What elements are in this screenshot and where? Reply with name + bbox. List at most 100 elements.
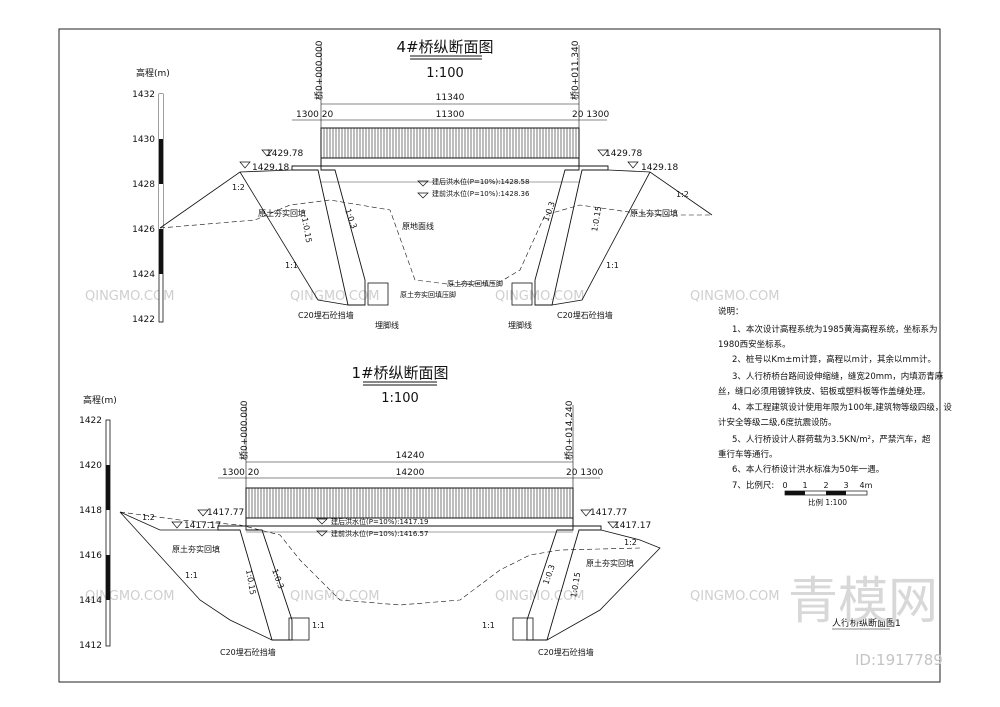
image-id: ID:1917789 <box>855 651 943 669</box>
flood-level-after: 建后洪水位(P=10%):1428.58 <box>432 177 529 186</box>
elev-left-top: 1417.77 <box>207 508 244 518</box>
right-slope <box>551 169 713 306</box>
fill-foot-label: 原土夯实回填压脚 <box>447 279 503 288</box>
flood-level-before: 建前洪水位(P=10%):1428.36 <box>432 189 530 198</box>
fill-foot-label: 原土夯实回填压脚 <box>400 290 456 299</box>
note-line: 2、桩号以Km±m计算，高程以m计，其余以mm计。 <box>732 354 936 365</box>
scale-bar: 0 1 2 3 4m 比例 1:100 <box>782 481 872 507</box>
watermark-text: QINGMO.COM <box>290 589 379 604</box>
elev-right-low: 1417.17 <box>614 521 651 531</box>
note-line: 4、本工程建筑设计使用年限为100年,建筑物等级四级，设 <box>732 402 952 413</box>
slope-label: 1:0.3 <box>343 208 358 230</box>
scalebar-tick: 1 <box>802 481 807 490</box>
note-line: 6、本人行桥设计洪水标准为50年一遇。 <box>732 464 884 475</box>
scalebar-tick: 3 <box>843 481 848 490</box>
slope-label: 1:1 <box>185 571 198 580</box>
left-abutment <box>291 165 366 306</box>
ground-line <box>119 511 641 606</box>
slope-label: 1:0.15 <box>244 569 257 596</box>
sheet-caption: 人行桥纵断面图1 <box>832 617 901 629</box>
wall-label: C20埋石砼挡墙 <box>298 310 354 320</box>
fill-label: 原土夯实回填 <box>630 208 678 218</box>
fill-label: 原土夯实回填 <box>172 544 220 554</box>
axis-tick: 1420 <box>79 461 102 471</box>
dim-total: 14240 <box>396 451 425 461</box>
note-line: 1980西安坐标系。 <box>718 339 791 350</box>
drawing-4-title: 4#桥纵断面图 <box>396 38 493 56</box>
scalebar-tick: 0 <box>782 481 787 490</box>
drawing-1-scale: 1:100 <box>381 391 418 406</box>
axis-tick: 1422 <box>79 416 102 426</box>
railing-hatch <box>248 488 571 518</box>
slope-label: 1:2 <box>676 190 689 199</box>
slope-label: 1:0.15 <box>300 217 313 244</box>
wall-label: C20埋石砼挡墙 <box>557 310 613 320</box>
axis-tick: 1424 <box>132 270 155 280</box>
watermarks: QINGMO.COM QINGMO.COM QINGMO.COM QINGMO.… <box>85 289 779 604</box>
slope-label: 1:2 <box>624 538 637 547</box>
note-line: 1、本次设计高程系统为1985黄海高程系统，坐标系为 <box>732 324 938 335</box>
design-notes: 说明： 1、本次设计高程系统为1985黄海高程系统，坐标系为 1980西安坐标系… <box>718 306 952 491</box>
flood-level-after: 建后洪水位(P=10%):1417.19 <box>331 517 428 526</box>
note-line: 7、比例尺: <box>732 480 774 491</box>
logo-watermark: 青模网 <box>788 572 938 630</box>
drawing-1-title: 1#桥纵断面图 <box>351 364 448 382</box>
dim-inner: 14200 <box>396 468 425 478</box>
watermark-text: QINGMO.COM <box>495 589 584 604</box>
toe-label: 埋脚线 <box>375 320 399 330</box>
watermark-text: QINGMO.COM <box>690 289 779 304</box>
scalebar-caption: 比例 1:100 <box>808 497 847 507</box>
station-right: 桥0+011.340 <box>569 40 581 100</box>
fill-label: 原土夯实回填 <box>586 558 634 568</box>
note-line: 3、人行桥桥台路间设伸缩缝，缝宽20mm，内填沥青麻 <box>732 371 944 382</box>
drawing-4-scale: 1:100 <box>426 66 463 81</box>
station-left: 桥0+000.000 <box>313 40 325 100</box>
sheet-border <box>58 28 941 683</box>
station-right: 桥0+014.240 <box>563 400 575 460</box>
slope-label: 1:0.15 <box>590 206 603 233</box>
note-line: 丝，缝口必须用镀锌铁皮、铝板或塑料板等作盖缝处理。 <box>718 386 931 397</box>
axis-tick: 1432 <box>132 90 155 100</box>
wall-label: C20埋石砼挡墙 <box>538 647 594 657</box>
slope-label: 1:2 <box>142 513 155 522</box>
axis-tick: 1412 <box>79 641 102 651</box>
elev-left-top: 1429.78 <box>266 149 303 159</box>
elev-right-top: 1417.77 <box>590 508 627 518</box>
dim-total: 11340 <box>436 93 465 103</box>
axis-tick: 1430 <box>132 135 155 145</box>
note-line: 计安全等级二级,6度抗震设防。 <box>718 417 837 428</box>
axis-tick: 1428 <box>132 180 155 190</box>
left-slope <box>159 169 349 306</box>
right-slope <box>546 529 661 641</box>
slope-label: 1:0.3 <box>541 563 556 585</box>
axis-ticks: 1432 1430 1428 1426 1424 1422 <box>132 90 155 325</box>
notes-heading: 说明： <box>718 306 744 317</box>
ground-line-label: 原地面线 <box>402 221 434 231</box>
elev-right-low: 1429.18 <box>641 163 678 173</box>
dim-right: 20 1300 <box>566 468 603 478</box>
drawing-4-section: 4#桥纵断面图 1:100 高程(m) 1432 1430 1428 1426 … <box>132 38 713 330</box>
slope-label: 1:0.15 <box>569 572 582 599</box>
slope-label: 1:2 <box>232 183 245 192</box>
left-abutment <box>217 525 293 641</box>
flood-level-before: 建前洪水位(P=10%):1416.57 <box>331 529 428 538</box>
elev-left-low: 1417.17 <box>184 521 221 531</box>
axis-title: 高程(m) <box>83 394 117 406</box>
axis-tick: 1416 <box>79 551 102 561</box>
elev-right-top: 1429.78 <box>605 149 642 159</box>
slope-label: 1:1 <box>285 261 298 270</box>
slope-label: 1:1 <box>312 621 325 630</box>
scalebar-tick: 2 <box>823 481 828 490</box>
dim-left: 1300 20 <box>222 468 259 478</box>
axis-tick: 1426 <box>132 225 155 235</box>
watermark-text: QINGMO.COM <box>85 289 174 304</box>
axis-tick: 1418 <box>79 506 102 516</box>
ground-line <box>159 199 712 286</box>
wall-label: C20埋石砼挡墙 <box>220 647 276 657</box>
axis-title: 高程(m) <box>136 67 170 79</box>
bridge-deck <box>245 487 574 519</box>
scalebar-tick: 4m <box>860 481 873 490</box>
dim-inner: 11300 <box>436 110 465 120</box>
watermark-text: QINGMO.COM <box>495 289 584 304</box>
